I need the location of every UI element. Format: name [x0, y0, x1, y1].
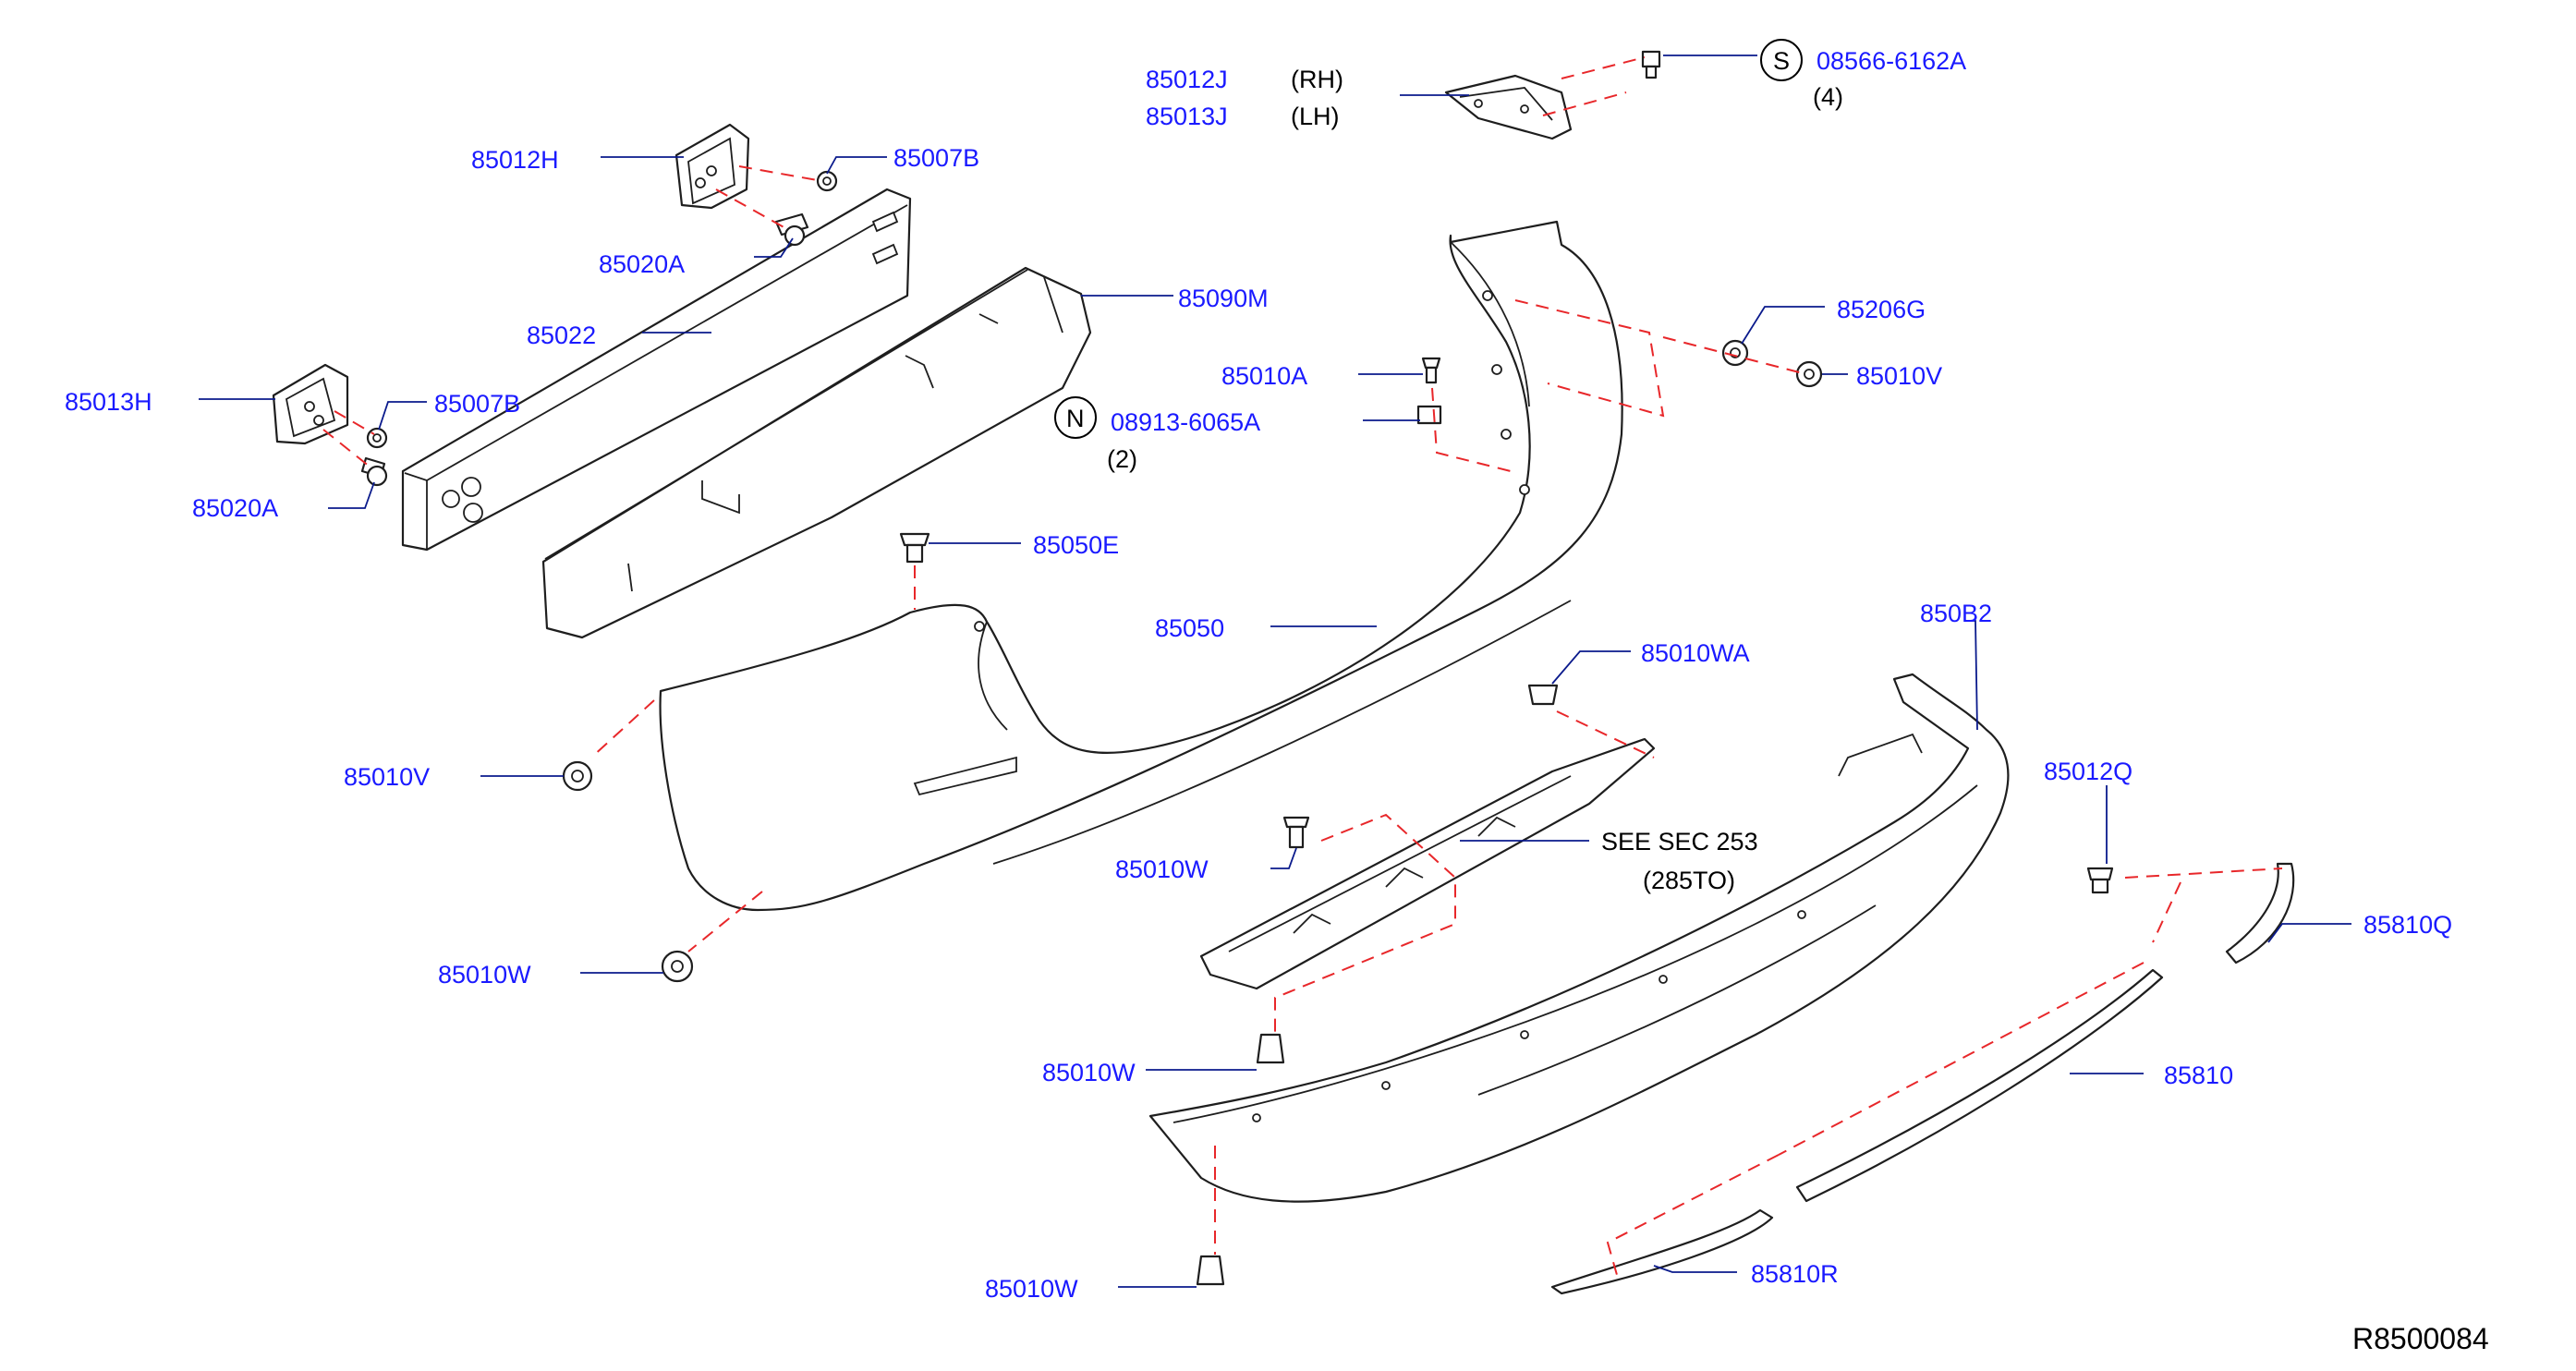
clip-85050E [899, 532, 930, 564]
label-85010W-mid: 85010W [1115, 855, 1209, 883]
label-s-part: 08566-6162A [1817, 47, 1966, 75]
reference-code: R8500084 [2352, 1322, 2489, 1355]
molding-85810R [1550, 1208, 1774, 1295]
clip-85010W-center [1256, 1033, 1285, 1064]
clip-85206G [1721, 339, 1749, 367]
label-85050E: 85050E [1033, 531, 1119, 559]
label-85010WA: 85010WA [1641, 639, 1750, 667]
bumper-reinforcement-85022 [401, 188, 912, 552]
label-85010A: 85010A [1221, 362, 1307, 390]
label-85013H: 85013H [65, 388, 152, 416]
lower-fascia-850B2 [1148, 673, 2010, 1203]
label-lh: (LH) [1291, 103, 1340, 130]
molding-85810 [1795, 968, 2164, 1203]
label-85010W-center: 85010W [1042, 1059, 1136, 1086]
label-85810Q: 85810Q [2363, 911, 2452, 939]
clip-85010W-left [661, 950, 694, 983]
nut-85007B-left [366, 427, 388, 449]
label-rh: (RH) [1291, 66, 1343, 93]
label-s-qty: (4) [1813, 83, 1843, 111]
stay-bracket-85012H [674, 123, 750, 210]
label-s-symbol: S [1773, 47, 1790, 75]
nut-85007B-top [816, 170, 838, 192]
label-85010V-left: 85010V [344, 763, 430, 791]
clip-85012Q [2086, 867, 2114, 894]
clip-85010W-bottom [1196, 1255, 1225, 1286]
label-85010W-left: 85010W [438, 961, 531, 989]
clip-85010WA [1527, 684, 1559, 706]
screw-08566 [1641, 50, 1661, 79]
label-85020A-left: 85020A [192, 494, 278, 522]
label-85010W-bottom: 85010W [985, 1275, 1078, 1303]
label-85206G: 85206G [1837, 296, 1926, 323]
label-85810: 85810 [2164, 1062, 2233, 1089]
clip-85010V-right [1795, 360, 1823, 388]
bolt-85020A-top [774, 212, 809, 247]
label-85012Q: 85012Q [2044, 758, 2132, 785]
label-see-code: (285TO) [1643, 867, 1735, 894]
leader-lines [199, 55, 2351, 1288]
label-85012J: 85012J [1146, 66, 1228, 93]
center-bracket-sec253 [1199, 737, 1656, 990]
label-850B2: 850B2 [1920, 600, 1992, 627]
clip-85010A [1421, 357, 1441, 384]
label-n-part: 08913-6065A [1111, 408, 1260, 436]
clip-85010W-mid [1282, 816, 1310, 849]
labels: 85012J 85013J (RH) (LH) S 08566-6162A (4… [65, 47, 2489, 1355]
side-bracket-85012J [1444, 74, 1573, 140]
label-85020A-top: 85020A [599, 250, 685, 278]
bolt-85020A-left [360, 456, 388, 487]
label-85013J: 85013J [1146, 103, 1228, 130]
label-85007B-left: 85007B [434, 390, 520, 418]
label-85012H: 85012H [471, 146, 559, 174]
label-85050: 85050 [1155, 614, 1224, 642]
label-85022: 85022 [527, 322, 596, 349]
label-85810R: 85810R [1751, 1260, 1839, 1288]
assembly-lines [322, 56, 2283, 1276]
clip-85010V-left [562, 760, 593, 792]
label-see-sec: SEE SEC 253 [1601, 828, 1758, 855]
label-85090M: 85090M [1178, 285, 1269, 312]
stay-bracket-85013H [272, 363, 349, 445]
clip-N-08913 [1416, 405, 1442, 425]
label-85010V-right: 85010V [1856, 362, 1942, 390]
label-n-symbol: N [1066, 405, 1085, 432]
label-85007B-top: 85007B [893, 144, 979, 172]
s-symbol-circle [1760, 39, 1803, 81]
bumper-fascia-85050 [659, 220, 1623, 912]
energy-absorber-85090M [541, 266, 1092, 639]
label-n-qty: (2) [1107, 445, 1137, 473]
n-symbol-circle [1054, 396, 1097, 439]
molding-85810Q [2225, 862, 2295, 965]
